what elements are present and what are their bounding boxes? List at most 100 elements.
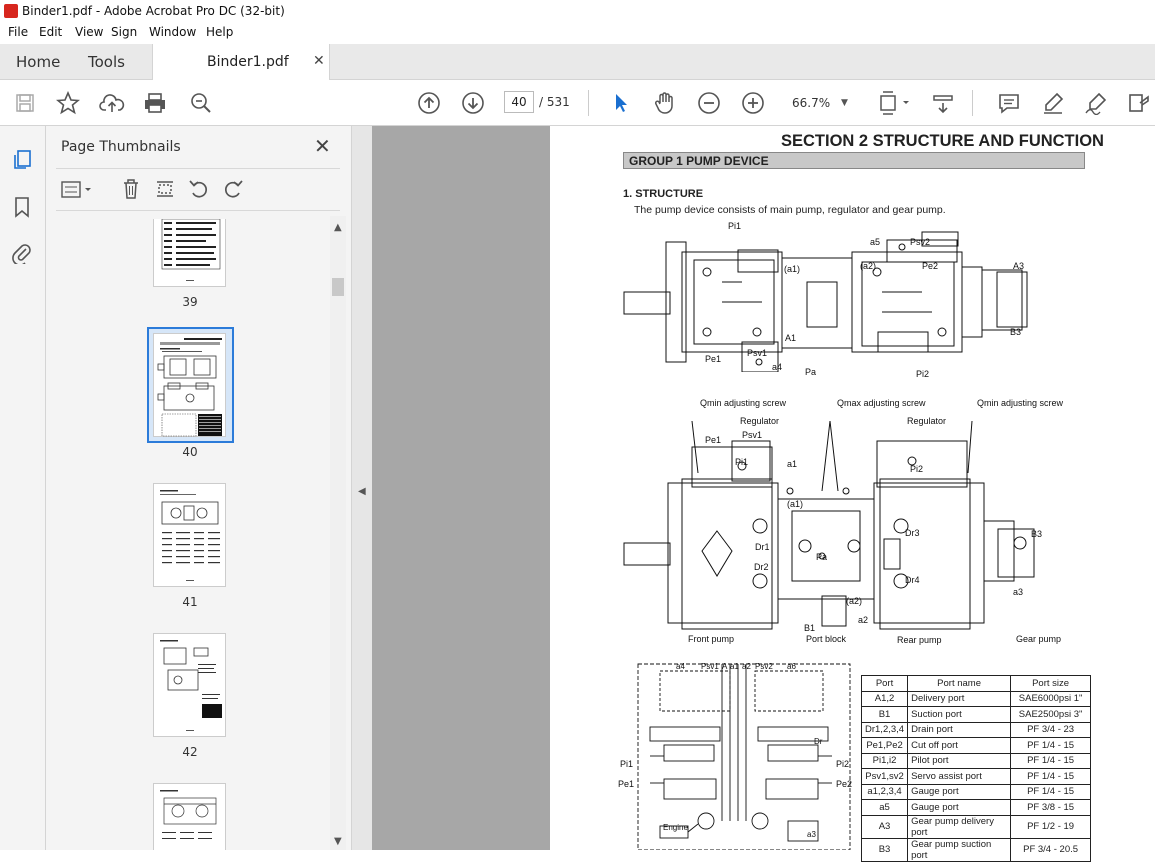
structure-heading: 1. STRUCTURE <box>623 188 704 200</box>
extract-page-icon[interactable] <box>154 178 176 203</box>
label-gear-pump: Gear pump <box>1016 634 1062 644</box>
scroll-down-icon[interactable]: ▼ <box>334 836 342 847</box>
panel-collapse-gutter[interactable]: ◀ <box>352 126 372 850</box>
group-title: GROUP 1 PUMP DEVICE <box>629 154 769 168</box>
panel-divider <box>56 210 340 211</box>
collapse-left-icon[interactable]: ◀ <box>358 486 366 497</box>
label-a3-front: a3 <box>1013 587 1024 597</box>
rotate-right-icon[interactable] <box>222 178 244 203</box>
next-page-icon[interactable] <box>460 90 486 116</box>
thumbnail-page-40[interactable] <box>153 333 226 437</box>
cell-port: A1,2 <box>860 690 909 707</box>
close-tab-icon[interactable]: ✕ <box>313 53 325 69</box>
menu-view[interactable]: View <box>75 25 104 39</box>
menu-file[interactable]: File <box>8 25 29 39</box>
label-pa: Pa <box>816 552 828 562</box>
label-a2-paren: (a2) <box>860 261 877 271</box>
cell-port-name: Pilot port <box>907 752 1012 769</box>
label-pi2: Pi2 <box>916 369 930 379</box>
page-thumbnails-icon[interactable] <box>12 148 34 173</box>
hdr-a4: a4 <box>676 662 685 671</box>
label-pe1-front: Pe1 <box>705 435 722 445</box>
menu-sign[interactable]: Sign <box>111 25 138 39</box>
cell-port-name: Drain port <box>907 721 1012 738</box>
tab-home[interactable]: Home <box>16 53 61 71</box>
hdr-a1: a1 <box>730 662 739 671</box>
label-qmin-left: Qmin adjusting screw <box>700 398 787 408</box>
redact-tool-icon[interactable] <box>1125 90 1151 116</box>
page-number-input[interactable]: 40 <box>504 91 534 113</box>
label-b1: B1 <box>804 623 816 633</box>
page-total: / 531 <box>539 95 570 109</box>
delete-page-icon[interactable] <box>120 178 142 203</box>
close-panel-icon[interactable]: ✕ <box>314 134 331 158</box>
circuit-label-pi1: Pi1 <box>620 759 634 769</box>
cell-port-name: Suction port <box>907 706 1012 723</box>
menu-help[interactable]: Help <box>206 25 234 39</box>
panel-divider <box>56 168 340 169</box>
label-port-block: Port block <box>806 634 847 644</box>
thumbnail-scrollbar[interactable]: ▲ ▼ <box>330 216 346 850</box>
save-icon[interactable] <box>12 90 38 116</box>
print-icon[interactable] <box>142 90 168 116</box>
cell-port-size: SAE6000psi 1" <box>1010 690 1092 707</box>
cell-port: a1,2,3,4 <box>860 783 909 800</box>
tab-document[interactable]: Binder1.pdf ✕ <box>152 44 330 81</box>
label-pe1: Pe1 <box>705 354 722 364</box>
previous-page-icon[interactable] <box>416 90 442 116</box>
hand-tool-icon[interactable] <box>652 90 678 116</box>
thumbnail-label: 42 <box>182 745 198 759</box>
header-port-size: Port size <box>1010 675 1092 692</box>
sign-pen-icon[interactable] <box>1083 90 1109 116</box>
scrollbar-thumb[interactable] <box>332 278 344 296</box>
label-regulator-right: Regulator <box>907 416 947 426</box>
menu-edit[interactable]: Edit <box>39 25 63 39</box>
thumbnail-page-39[interactable] <box>153 218 226 287</box>
port-table-header: Port Port name Port size <box>860 675 1092 692</box>
intro-text: The pump device consists of main pump, r… <box>634 204 946 216</box>
rotate-left-icon[interactable] <box>188 178 210 203</box>
pump-front-view-drawing <box>623 420 1035 630</box>
label-pi1-front: Pi1 <box>735 457 749 467</box>
panel-title: Page Thumbnails <box>61 139 181 155</box>
cell-port-size: PF 3/8 - 15 <box>1010 799 1092 816</box>
upload-cloud-icon[interactable] <box>99 90 125 116</box>
thumbnail-label: 40 <box>182 445 198 459</box>
star-icon[interactable] <box>55 90 81 116</box>
label-rear-pump: Rear pump <box>897 635 942 645</box>
label-qmin-right: Qmin adjusting screw <box>977 398 1064 408</box>
zoom-in-icon[interactable] <box>740 90 766 116</box>
page-fit-icon[interactable] <box>876 90 912 116</box>
zoom-out-icon[interactable] <box>696 90 722 116</box>
label-psv1-front: Psv1 <box>742 430 763 440</box>
label-pe2: Pe2 <box>922 261 939 271</box>
pump-top-view-drawing <box>623 231 1028 372</box>
select-cursor-icon[interactable] <box>608 90 634 116</box>
tab-tools[interactable]: Tools <box>88 53 125 71</box>
bookmark-icon[interactable] <box>13 196 31 221</box>
cell-port: Psv1,sv2 <box>860 768 909 785</box>
cell-port-size: PF 1/4 - 15 <box>1010 768 1092 785</box>
thumbnail-options-icon[interactable] <box>60 180 96 203</box>
scroll-up-icon[interactable]: ▲ <box>334 222 342 233</box>
thumbnail-page-43[interactable] <box>153 783 226 850</box>
menu-window[interactable]: Window <box>149 25 197 39</box>
zoom-search-icon[interactable] <box>188 90 214 116</box>
thumbnail-page-42[interactable] <box>153 633 226 737</box>
toolbar-divider <box>588 90 589 116</box>
zoom-level-select[interactable]: 66.7% ▼ <box>783 92 859 114</box>
thumbnail-page-41[interactable] <box>153 483 226 587</box>
label-pi1: Pi1 <box>728 221 742 231</box>
acrobat-icon <box>4 4 18 18</box>
toolbar: 40 / 531 66.7% ▼ <box>0 80 1155 126</box>
menu-bar: File Edit View Sign Window Help <box>0 22 1155 44</box>
label-front-pump: Front pump <box>688 634 735 644</box>
read-mode-icon[interactable] <box>930 90 956 116</box>
comment-icon[interactable] <box>996 90 1022 116</box>
highlight-pen-icon[interactable] <box>1040 90 1066 116</box>
left-rail <box>0 126 46 850</box>
attachment-icon[interactable] <box>12 242 32 267</box>
label-a1-paren: (a1) <box>784 264 801 274</box>
